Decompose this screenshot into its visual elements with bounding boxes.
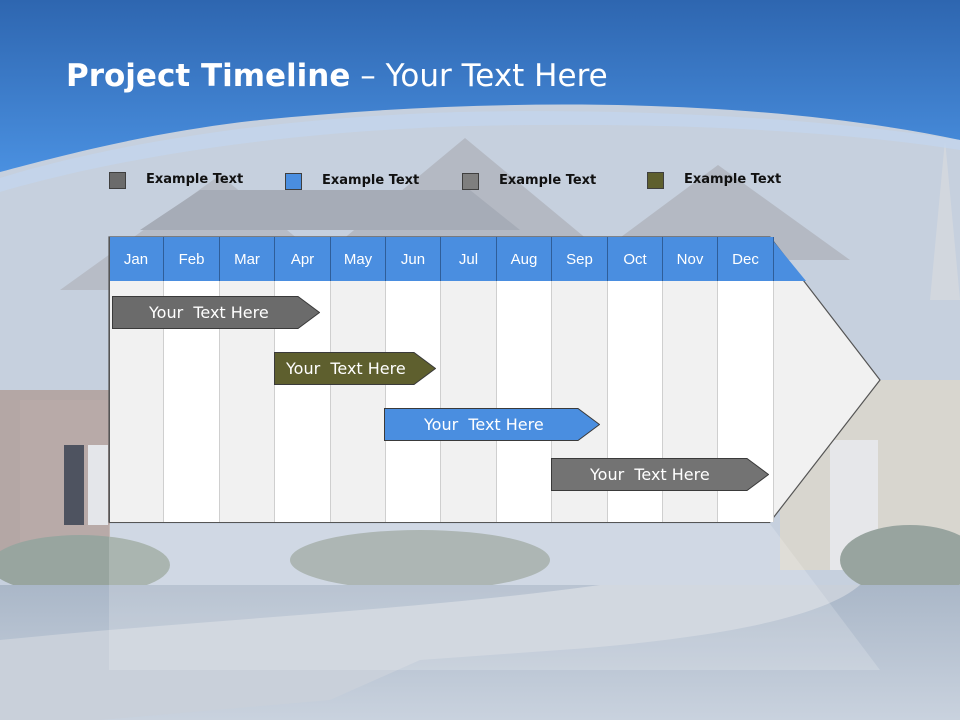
task-bar-label: Your Text Here <box>149 303 269 322</box>
task-bar-arrow-shape <box>384 408 600 441</box>
page-title: Project Timeline – Your Text Here <box>66 58 608 94</box>
month-column <box>497 281 552 522</box>
title-bold-text: Project Timeline <box>66 58 351 94</box>
month-header-mar: Mar <box>220 237 275 281</box>
legend-label: Example Text <box>684 172 782 187</box>
task-bar[interactable]: Your Text Here <box>274 352 436 385</box>
task-bar[interactable]: Your Text Here <box>384 408 600 441</box>
task-bar-arrow-shape <box>551 458 769 491</box>
legend-swatch <box>647 172 664 189</box>
task-bar[interactable]: Your Text Here <box>551 458 769 491</box>
month-column <box>331 281 386 522</box>
task-bar-label: Your Text Here <box>590 465 710 484</box>
task-bar-label: Your Text Here <box>286 359 406 378</box>
month-column <box>441 281 497 522</box>
task-bar-arrow-shape <box>112 296 320 329</box>
timeline-header-tip <box>770 237 806 281</box>
month-header-jun: Jun <box>386 237 441 281</box>
month-header-may: May <box>331 237 386 281</box>
legend-swatch <box>462 173 479 190</box>
legend-label: Example Text <box>499 173 597 188</box>
month-header-sep: Sep <box>552 237 608 281</box>
task-bar-arrow-shape <box>274 352 436 385</box>
month-column <box>386 281 441 522</box>
month-header-apr: Apr <box>275 237 331 281</box>
timeline-left-border <box>109 237 110 523</box>
legend-swatch <box>109 172 126 189</box>
month-header-nov: Nov <box>663 237 718 281</box>
month-header-dec: Dec <box>718 237 774 281</box>
timeline-bottom-border <box>109 522 770 523</box>
timeline-reflection <box>109 524 880 670</box>
month-header-oct: Oct <box>608 237 663 281</box>
legend-swatch <box>285 173 302 190</box>
task-bar-label: Your Text Here <box>424 415 544 434</box>
month-header-aug: Aug <box>497 237 552 281</box>
legend-label: Example Text <box>322 173 420 188</box>
legend-label: Example Text <box>146 172 244 187</box>
month-header-feb: Feb <box>164 237 220 281</box>
month-header-jul: Jul <box>441 237 497 281</box>
task-bar[interactable]: Your Text Here <box>112 296 320 329</box>
title-subtitle-text: – Your Text Here <box>350 58 608 94</box>
month-header-jan: Jan <box>109 237 164 281</box>
